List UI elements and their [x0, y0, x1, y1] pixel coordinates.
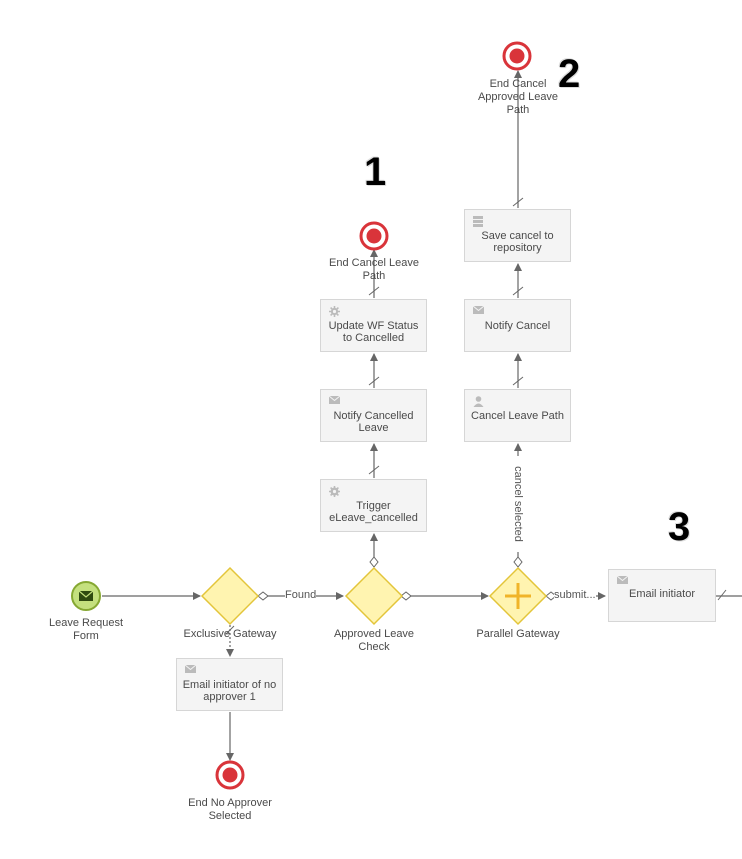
- task-label: Trigger eLeave_cancelled: [329, 500, 418, 524]
- flow-label-cancel-selected: cancel selected: [512, 456, 524, 552]
- marker-number-1: 1: [364, 150, 387, 194]
- task-label: Notify Cancel: [484, 320, 551, 332]
- flow-label-submit: submit...: [554, 589, 596, 601]
- envelope-icon: [79, 591, 93, 601]
- user-icon: [473, 396, 484, 407]
- task-label: Notify Cancelled Leave: [333, 410, 414, 434]
- end-no-approver-label: End No Approver Selected: [188, 797, 272, 822]
- end-cancel-leave-label: End Cancel Leave Path: [329, 257, 419, 282]
- task-email-no-approver[interactable]: Email initiator of no approver 1: [176, 658, 283, 711]
- task-email-initiator[interactable]: Email initiator: [608, 569, 716, 622]
- start-event-label: Leave Request Form: [49, 617, 123, 642]
- marker-number-3: 3: [668, 505, 691, 549]
- parallel-gateway-label: Parallel Gateway: [476, 628, 560, 640]
- flow-label-found: Found: [285, 589, 317, 601]
- task-trigger-cancelled[interactable]: Trigger eLeave_cancelled: [320, 479, 427, 532]
- task-save-cancel-repository[interactable]: Save cancel to repository: [464, 209, 571, 262]
- task-cancel-leave-path[interactable]: Cancel Leave Path: [464, 389, 571, 442]
- task-notify-cancelled-leave[interactable]: Notify Cancelled Leave: [320, 389, 427, 442]
- plus-icon: [505, 583, 531, 609]
- task-label: Save cancel to repository: [481, 230, 554, 254]
- task-update-wf-status[interactable]: Update WF Status to Cancelled: [320, 299, 427, 352]
- gear-icon: [329, 306, 340, 317]
- parallel-gateway[interactable]: [488, 566, 548, 626]
- envelope-icon: [185, 665, 196, 673]
- marker-number-2: 2: [558, 52, 581, 96]
- approved-leave-check-label: Approved Leave Check: [333, 628, 415, 653]
- gear-icon: [329, 486, 340, 497]
- task-label: Email initiator of no approver 1: [182, 679, 277, 703]
- task-label: Update WF Status to Cancelled: [328, 320, 419, 344]
- envelope-icon: [617, 576, 628, 584]
- start-event[interactable]: [71, 581, 101, 611]
- exclusive-gateway[interactable]: [200, 566, 260, 626]
- end-event-cancel-approved[interactable]: [502, 41, 532, 71]
- task-notify-cancel[interactable]: Notify Cancel: [464, 299, 571, 352]
- flow-ticks: [225, 197, 727, 635]
- exclusive-gateway-label: Exclusive Gateway: [183, 628, 277, 640]
- end-event-cancel-leave[interactable]: [359, 221, 389, 251]
- envelope-icon: [473, 306, 484, 314]
- end-cancel-approved-label: End Cancel Approved Leave Path: [477, 78, 559, 116]
- envelope-icon: [329, 396, 340, 404]
- database-icon: [473, 216, 483, 227]
- approved-leave-check-gateway[interactable]: [344, 566, 404, 626]
- task-label: Cancel Leave Path: [471, 410, 564, 422]
- end-event-no-approver[interactable]: [215, 760, 245, 790]
- task-label: Email initiator: [628, 588, 696, 600]
